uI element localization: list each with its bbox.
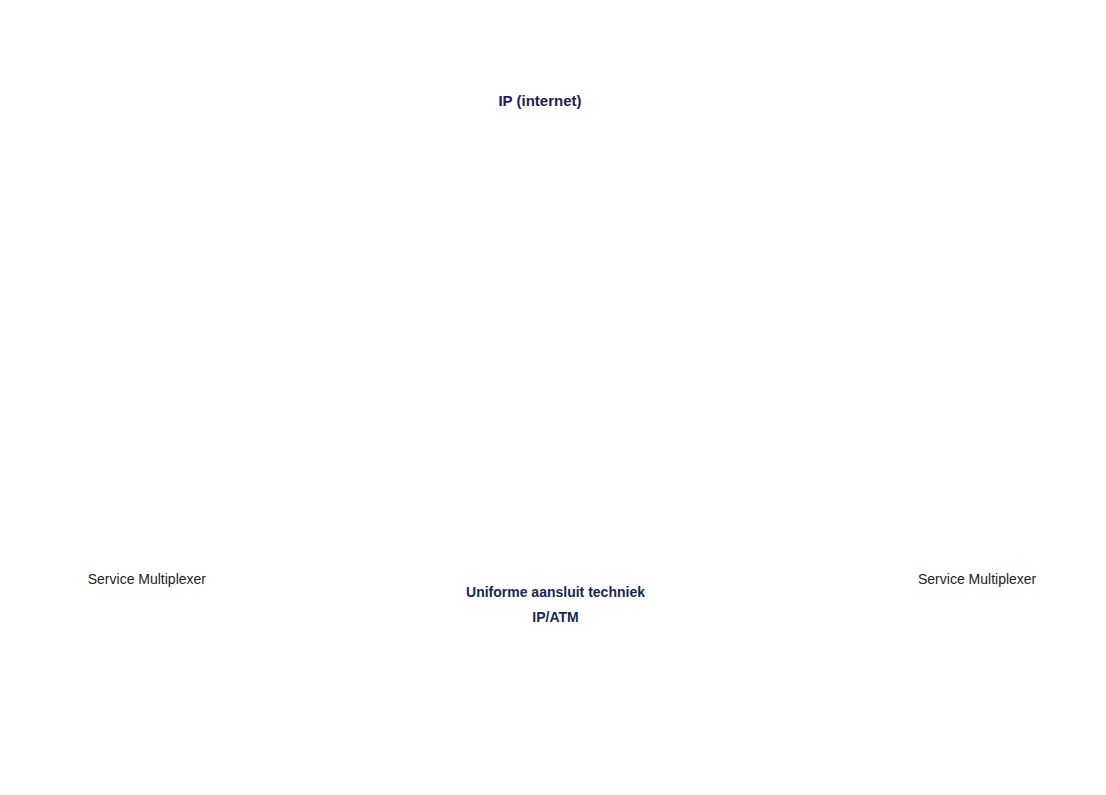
packet bbox=[794, 166, 808, 196]
packet bbox=[262, 429, 292, 443]
packet bbox=[150, 760, 180, 774]
packet bbox=[794, 498, 808, 528]
trunk-connector bbox=[294, 442, 783, 443]
packet bbox=[305, 545, 319, 575]
packet bbox=[203, 96, 233, 110]
packet bbox=[835, 757, 865, 771]
packet bbox=[600, 429, 630, 443]
computer-icon bbox=[8, 8, 160, 148]
packet bbox=[375, 406, 405, 420]
packet bbox=[305, 684, 319, 714]
internet-cloud-outline bbox=[385, 30, 695, 210]
packet bbox=[305, 195, 319, 225]
packet bbox=[305, 145, 319, 175]
packet bbox=[712, 406, 742, 420]
packet bbox=[337, 429, 367, 443]
television-icon bbox=[918, 682, 1048, 790]
telephone-icon bbox=[14, 392, 100, 474]
packet bbox=[862, 96, 892, 110]
computer-icon bbox=[950, 8, 1100, 148]
packet bbox=[638, 429, 668, 443]
packet bbox=[750, 452, 780, 466]
packet bbox=[532, 302, 546, 332]
packet bbox=[788, 406, 818, 420]
multiplexer-cylinder-outline bbox=[783, 393, 839, 493]
packet bbox=[112, 404, 142, 418]
packet bbox=[922, 402, 952, 416]
packet bbox=[925, 96, 955, 110]
packet bbox=[298, 429, 328, 443]
multiplexer-cylinder-outline bbox=[238, 393, 294, 493]
packet bbox=[337, 452, 367, 466]
packet bbox=[794, 573, 808, 603]
network-cloud: Uniforme aansluit techniekIP/ATM bbox=[268, 200, 843, 675]
packet bbox=[794, 700, 808, 730]
packet bbox=[750, 406, 780, 420]
camcorder-icon bbox=[32, 667, 145, 780]
packet bbox=[967, 402, 997, 416]
cloud-label: IP/ATM bbox=[268, 609, 843, 625]
packet bbox=[196, 760, 226, 774]
packet bbox=[562, 429, 592, 443]
packet bbox=[712, 452, 742, 466]
multiplexer-cylinder: Service Multiplexer bbox=[238, 393, 294, 493]
packet bbox=[158, 96, 188, 110]
packet bbox=[676, 429, 706, 443]
packet bbox=[532, 200, 546, 230]
packet bbox=[750, 429, 780, 443]
packet bbox=[878, 757, 908, 771]
packet bbox=[788, 452, 818, 466]
internet-cloud: IP (internet) bbox=[385, 30, 695, 210]
packet bbox=[412, 429, 442, 443]
packet bbox=[794, 618, 808, 648]
wires bbox=[100, 95, 1008, 765]
packet-stream bbox=[112, 96, 997, 774]
packet bbox=[826, 429, 856, 443]
packet bbox=[182, 404, 212, 418]
cloud-label: Uniforme aansluit techniek bbox=[268, 584, 843, 600]
packet bbox=[788, 429, 818, 443]
packet bbox=[450, 429, 480, 443]
telephone-icon bbox=[1008, 392, 1094, 474]
packet bbox=[375, 452, 405, 466]
packet bbox=[532, 262, 546, 292]
packet bbox=[794, 212, 808, 242]
packet bbox=[298, 406, 328, 420]
multiplexer-label: Service Multiplexer bbox=[918, 571, 1036, 587]
packet bbox=[794, 316, 808, 346]
multiplexer-cylinder: Service Multiplexer bbox=[783, 393, 839, 493]
packet bbox=[298, 452, 328, 466]
packet bbox=[375, 429, 405, 443]
network-cloud-outline bbox=[268, 200, 843, 675]
packet bbox=[305, 603, 319, 633]
packet bbox=[532, 385, 546, 415]
packet bbox=[524, 429, 554, 443]
packet bbox=[305, 318, 319, 348]
packet bbox=[488, 429, 518, 443]
packet bbox=[337, 406, 367, 420]
cloud-label: IP (internet) bbox=[385, 92, 695, 109]
packet bbox=[712, 429, 742, 443]
multiplexer-label: Service Multiplexer bbox=[88, 571, 206, 587]
